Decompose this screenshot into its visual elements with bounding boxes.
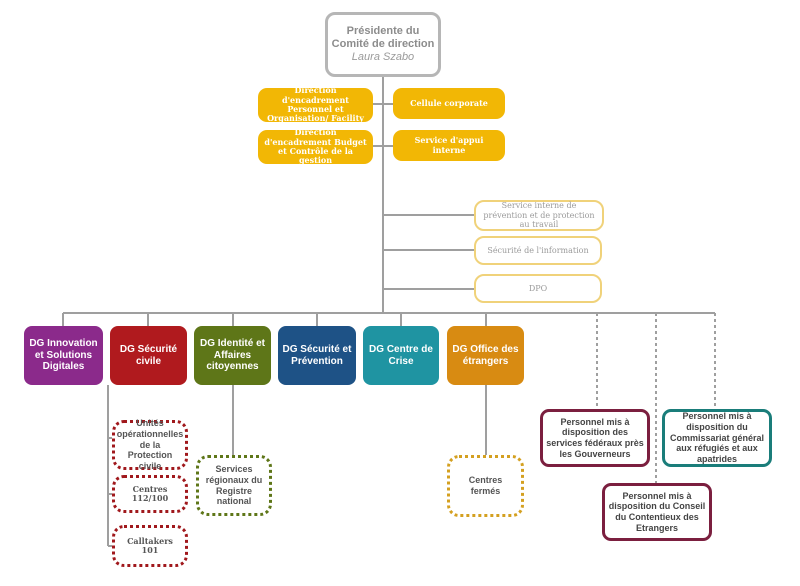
staff-personnel-box: Direction d'encadrement Personnel et Org…: [258, 85, 373, 123]
dg-identity-box: DG Identité et Affaires citoyennes: [194, 326, 271, 385]
seconded-governors-box: Personnel mis à disposition des services…: [540, 409, 650, 467]
president-name: Laura Szabo: [351, 50, 415, 63]
president-title-line1: Présidente du: [346, 25, 420, 38]
dg-security-prevention-box: DG Sécurité et Prévention: [278, 326, 356, 385]
president-title-line2: Comité de direction: [331, 38, 435, 51]
unit-calltakers-101-box: Calltakers 101: [112, 525, 188, 567]
support-dpo-box: DPO: [474, 274, 602, 303]
dg-civil-security-box: DG Sécurité civile: [110, 326, 187, 385]
staff-corporate-cell-box: Cellule corporate: [393, 88, 505, 119]
dg-innovation-box: DG Innovation et Solutions Digitales: [24, 326, 103, 385]
support-prevention-box: Service interne de prévention et de prot…: [474, 200, 604, 231]
support-infosec-box: Sécurité de l'information: [474, 236, 602, 265]
unit-centres-112-100-box: Centres 112/100: [112, 475, 188, 513]
unit-closed-centres-box: Centres fermés: [447, 455, 524, 517]
dg-foreigners-office-box: DG Office des étrangers: [447, 326, 524, 385]
staff-budget-box: Direction d'encadrement Budget et Contrô…: [258, 127, 373, 165]
seconded-aliens-council-box: Personnel mis à disposition du Conseil d…: [602, 483, 712, 541]
seconded-refugees-commission-box: Personnel mis à disposition du Commissar…: [662, 409, 772, 467]
staff-internal-support-box: Service d'appui interne: [393, 130, 505, 161]
unit-civil-protection-box: Unités opérationnelles de la Protection …: [112, 418, 188, 471]
unit-regional-registry-box: Services régionaux du Registre national: [196, 455, 272, 516]
president-box: Présidente du Comité de direction Laura …: [325, 12, 441, 77]
dg-crisis-centre-box: DG Centre de Crise: [363, 326, 439, 385]
